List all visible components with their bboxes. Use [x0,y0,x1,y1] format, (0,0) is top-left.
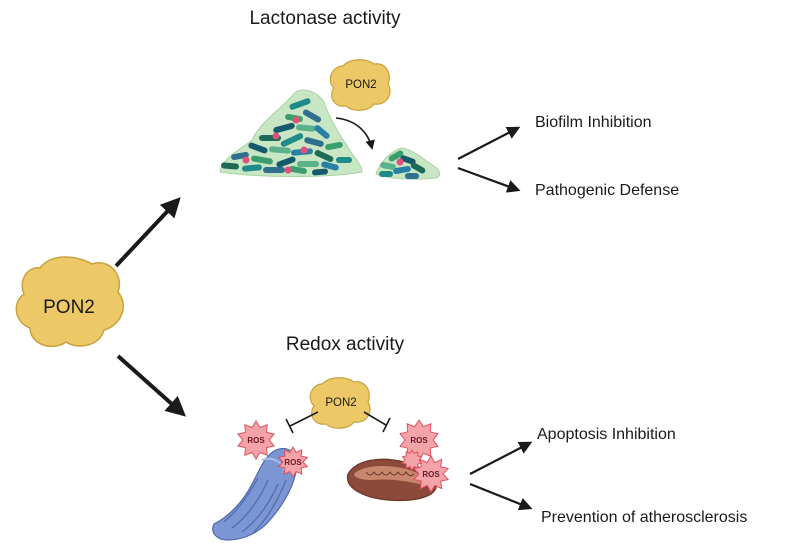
bacterium [388,150,404,162]
inhibition-mitochondria [363,411,391,433]
ros-label: ROS [422,470,440,479]
ros-star: ROS [236,420,276,460]
bacterium [405,173,419,179]
pon2-small-label-redox: PON2 [325,397,356,409]
ros-label: ROS [247,436,265,445]
bacterium-coccus [272,132,280,140]
outcome-prevention-of-atherosclerosis: Prevention of atherosclerosis [541,509,747,526]
outcome-pathogenic-defense: Pathogenic Defense [535,182,679,199]
arrow-biofilm-inhibition [457,126,521,160]
bacterium [380,162,396,170]
bacterium [400,155,416,165]
inhibition-er [285,411,319,434]
pon2-label: PON2 [43,297,95,318]
bacterium-coccus [396,158,404,166]
ros-star: ROS [399,419,439,461]
bacterium-coccus [284,166,292,174]
arrow-to-redox [116,354,186,417]
bacterium [297,161,319,167]
bacterium-coccus [300,146,308,154]
bacterium-coccus [292,116,300,124]
bacterium [321,161,339,171]
bacterium [302,109,322,123]
mitochondria [346,458,437,502]
bacterium [248,142,268,154]
ros-star: ROS [412,454,450,494]
lactonase-heading: Lactonase activity [249,8,401,29]
bacterium [276,156,296,168]
curved-arrow-degradation [335,117,375,150]
bacterium [312,168,328,176]
ros-label: ROS [410,436,428,445]
bacterium [289,98,311,110]
bacterium [296,124,316,132]
bacterium [251,155,273,165]
biofilm-large [219,89,363,177]
bacterium [304,137,324,147]
ros-star: ROS [277,445,309,479]
biofilm-small [375,147,441,180]
outcome-apoptosis-inhibition: Apoptosis Inhibition [537,426,676,443]
bacterium [336,157,352,163]
bacterium [289,165,307,175]
bacterium [314,125,330,139]
arrow-pathogenic-defense [457,166,521,193]
bacterium [314,150,334,162]
arrow-to-lactonase [114,197,181,268]
arrow-prevention-atherosclerosis [469,482,533,511]
ros-star [401,449,423,471]
bacterium [410,162,426,174]
bacterium [269,146,291,154]
bacterium [273,122,295,134]
ros-label: ROS [284,458,302,467]
bacterium-coccus [242,156,250,164]
outcome-biofilm-inhibition: Biofilm Inhibition [535,114,652,131]
bacterium [221,162,239,170]
pon2-small-protein-top: PON2 [329,59,391,111]
bacterium [325,141,343,151]
redox-heading: Redox activity [286,334,405,355]
arrow-apoptosis-inhibition [469,441,533,475]
pon2-small-label-top: PON2 [345,79,376,91]
bacterium [263,167,285,173]
bacterium [280,133,304,147]
bacterium [393,165,411,175]
pon2-central-protein: PON2 [15,256,124,348]
pon2-small-protein-redox: PON2 [309,377,371,429]
bacterium [242,164,262,172]
bacterium [379,171,393,177]
